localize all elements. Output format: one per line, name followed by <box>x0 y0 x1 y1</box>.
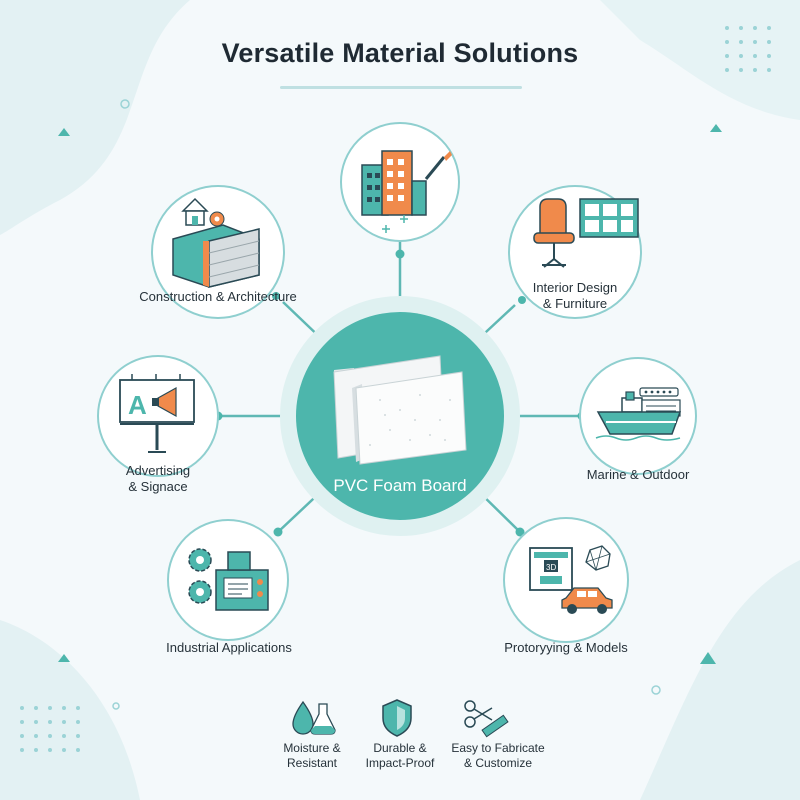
label-industrial-applications: Industrial Applications <box>166 640 292 655</box>
billboard-megaphone-icon: A <box>119 374 195 453</box>
house-brick-wall-icon <box>172 197 260 288</box>
3d-printer-car-icon: 3D <box>529 545 613 614</box>
label-construction-architecture: Construction & Architecture <box>139 289 297 304</box>
feature-easy-fabricate: Easy to Fabricate & Customize <box>451 741 545 770</box>
shield-icon <box>382 699 412 737</box>
svg-text:3D: 3D <box>546 563 556 572</box>
title-underline <box>280 86 522 89</box>
feature-durable-impact-proof: Durable & Impact-Proof <box>365 741 435 770</box>
scissors-ruler-icon <box>464 700 509 738</box>
center-label: PVC Foam Board <box>333 476 467 495</box>
pvc-board-illustration <box>333 355 467 465</box>
svg-text:A: A <box>128 390 147 420</box>
building-paintbrush-icon <box>361 150 452 233</box>
label-advertising-signage: Advertising & Signace <box>125 463 191 494</box>
label-interior-design: Interior Design & Furniture <box>532 280 618 311</box>
label-prototyping-models: Protoryying & Models <box>504 640 628 655</box>
label-marine-outdoor: Marine & Outdoor <box>586 467 690 482</box>
ship-icon <box>595 387 682 441</box>
gears-machine-icon <box>188 548 269 611</box>
chair-cabinet-icon <box>533 198 639 268</box>
water-drop-flask-icon <box>292 700 336 735</box>
page-title: Versatile Material Solutions <box>221 38 579 68</box>
feature-moisture-resistant: Moisture & Resistant <box>283 741 341 770</box>
